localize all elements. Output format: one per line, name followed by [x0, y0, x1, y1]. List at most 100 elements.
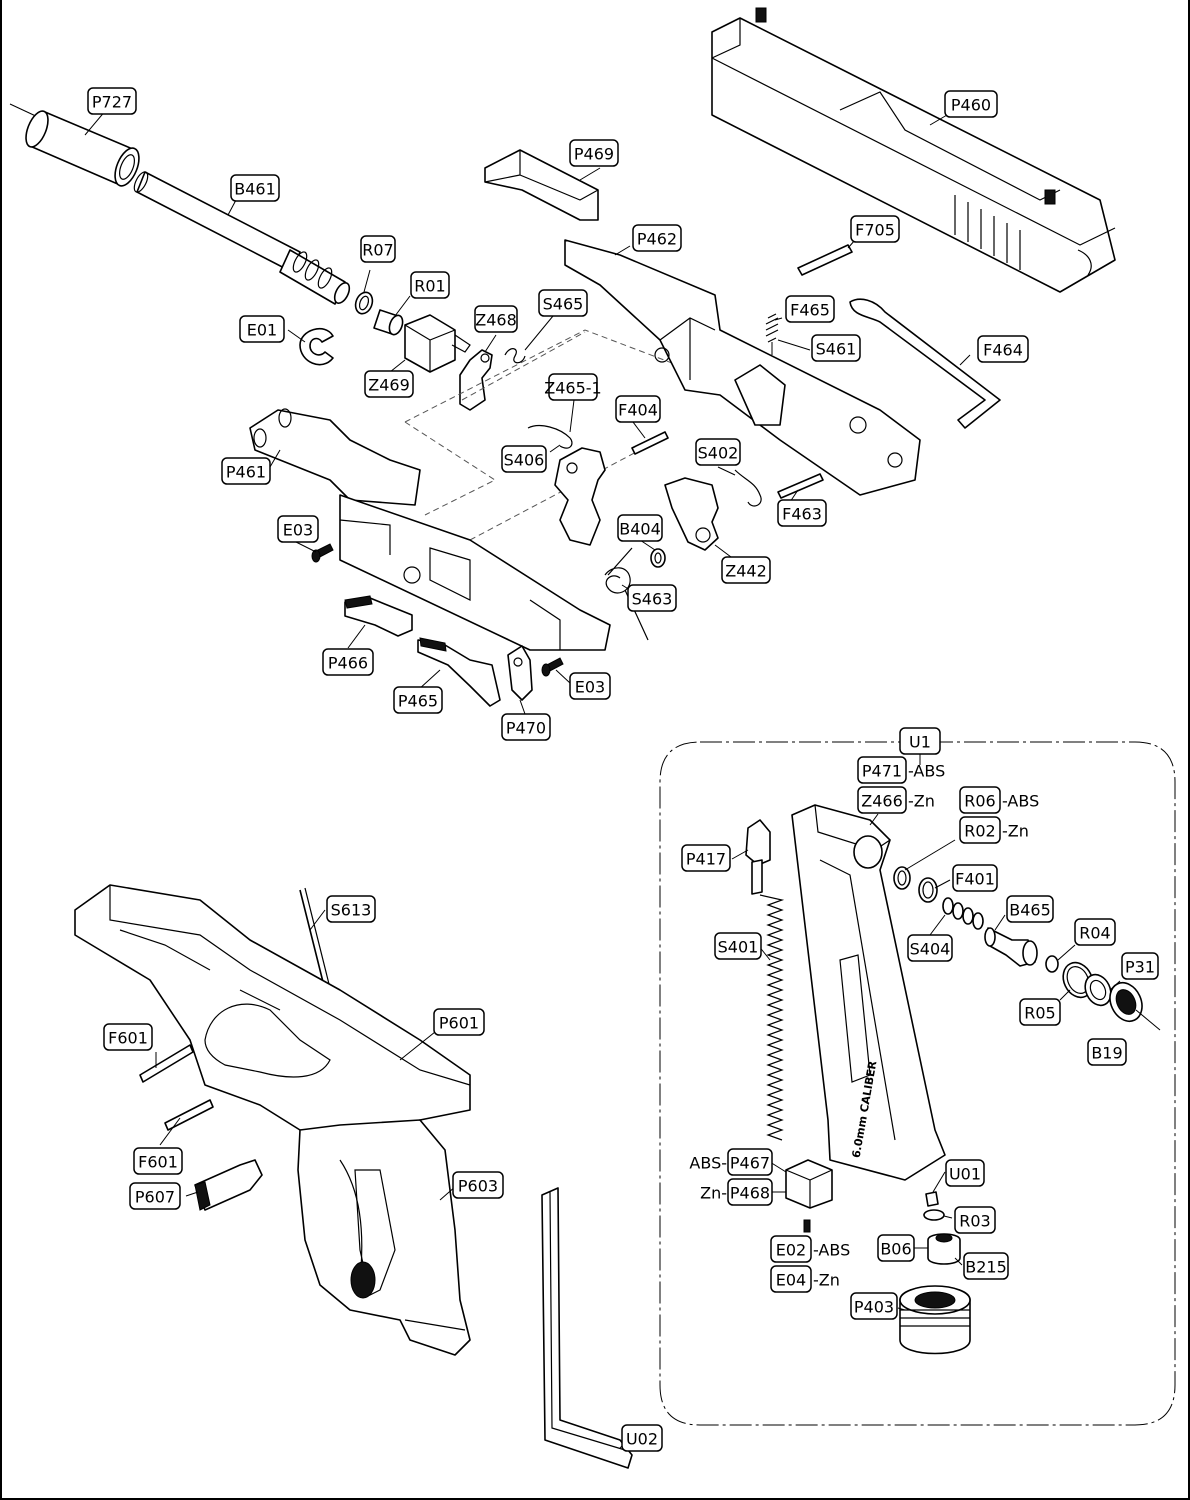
label-z465-1: Z465-1 [544, 373, 602, 401]
part-magazine-body: 6.0mm CALIBER [791, 804, 946, 1181]
material-note-r06: -ABS [1002, 792, 1039, 811]
material-note-e02: -ABS [813, 1241, 850, 1260]
label-text: P607 [135, 1188, 175, 1207]
part-r07-oring [354, 291, 374, 315]
label-text: P601 [439, 1014, 479, 1033]
label-text: U1 [909, 733, 931, 752]
label-r06: R06 [959, 786, 1001, 814]
label-text: Z465-1 [544, 379, 601, 398]
label-text: R06 [964, 792, 995, 811]
part-f601-pin-bottom [164, 1099, 214, 1131]
label-text: P469 [574, 145, 614, 164]
label-text: B465 [1009, 901, 1051, 920]
label-text: B06 [880, 1240, 911, 1259]
label-text: S402 [698, 444, 739, 463]
part-p467-baseplate [785, 1159, 833, 1209]
part-r03-oring [923, 1209, 945, 1221]
label-text: P470 [506, 719, 546, 738]
part-r06-ring [893, 866, 911, 890]
label-text: B19 [1091, 1044, 1122, 1063]
label-text: P465 [398, 692, 438, 711]
label-text: P468 [730, 1184, 770, 1203]
part-u02-hex-key [541, 1187, 633, 1469]
label-p417: P417 [681, 844, 731, 872]
label-b461: B461 [230, 174, 280, 202]
label-text: U01 [949, 1165, 981, 1184]
label-text: B461 [234, 180, 276, 199]
material-note-e04: -Zn [813, 1271, 840, 1290]
material-note-z466: -Zn [908, 792, 935, 811]
part-b465-valve [984, 927, 1038, 967]
label-e04: E04 [770, 1265, 812, 1293]
label-text: S613 [331, 901, 372, 920]
part-p417-follower [745, 819, 771, 895]
part-p465-lever [417, 637, 501, 707]
part-p727-bushing [9, 103, 140, 187]
label-text: F464 [983, 341, 1023, 360]
part-s465-spring [504, 348, 526, 364]
part-u01-pin [925, 1191, 939, 1207]
label-p603: P603 [452, 1171, 504, 1199]
label-r01: R01 [410, 271, 450, 299]
label-text: Z442 [725, 562, 767, 581]
label-text: E01 [247, 321, 277, 340]
part-p460-slide [711, 7, 1116, 293]
label-e03-top: E03 [277, 515, 319, 543]
label-f464: F464 [977, 335, 1029, 363]
label-text: F465 [790, 301, 830, 320]
part-r01-rubber [373, 309, 404, 336]
label-e01: E01 [239, 315, 285, 343]
label-text: R02 [964, 822, 995, 841]
part-e02-screw [803, 1219, 811, 1233]
label-z442: Z442 [721, 556, 771, 584]
label-p607: P607 [129, 1182, 181, 1210]
label-text: P466 [328, 654, 368, 673]
label-text: R03 [959, 1212, 990, 1231]
label-z468: Z468 [474, 305, 518, 333]
label-p727: P727 [87, 87, 137, 115]
label-r02: R02 [959, 816, 1001, 844]
leader-lines [84, 109, 1121, 1449]
part-p403-cap [899, 1285, 971, 1355]
label-text: Z468 [475, 311, 517, 330]
label-r04: R04 [1074, 918, 1116, 946]
label-text: Z469 [368, 376, 410, 395]
label-p462: P462 [632, 224, 682, 252]
label-b465: B465 [1006, 895, 1054, 923]
label-text: P403 [854, 1298, 894, 1317]
label-e02: E02 [770, 1235, 812, 1263]
part-e01-clip [299, 327, 334, 366]
label-text: R07 [362, 241, 393, 260]
label-f705: F705 [850, 215, 900, 243]
part-p603-grip [297, 1119, 471, 1356]
material-note-r02: -Zn [1002, 822, 1029, 841]
label-f404: F404 [615, 395, 661, 423]
label-text: B404 [619, 520, 661, 539]
part-f705-pin [797, 244, 853, 276]
label-text: U02 [626, 1430, 658, 1449]
label-p468: P468 [727, 1178, 773, 1206]
magazine-group-boundary [659, 741, 1176, 1426]
label-r03: R03 [954, 1206, 996, 1234]
part-z468-lever [459, 349, 493, 411]
label-p601: P601 [433, 1008, 485, 1036]
material-note-p468: Zn- [700, 1184, 727, 1203]
label-u1: U1 [899, 727, 941, 755]
label-text: E03 [283, 521, 313, 540]
label-s465: S465 [538, 289, 588, 317]
label-text: R05 [1024, 1004, 1055, 1023]
label-s404: S404 [907, 934, 953, 962]
label-u02: U02 [621, 1424, 663, 1452]
label-p461: P461 [221, 457, 271, 485]
part-p607-magazine-release [194, 1159, 263, 1211]
material-note-p467: ABS- [689, 1154, 727, 1173]
part-f404-pin [631, 431, 669, 455]
label-p471: P471 [857, 756, 907, 784]
label-r05: R05 [1019, 998, 1061, 1026]
part-s402-spring [734, 469, 762, 507]
label-text: F401 [955, 870, 995, 889]
label-b404: B404 [617, 514, 663, 542]
label-text: Z466 [861, 792, 903, 811]
